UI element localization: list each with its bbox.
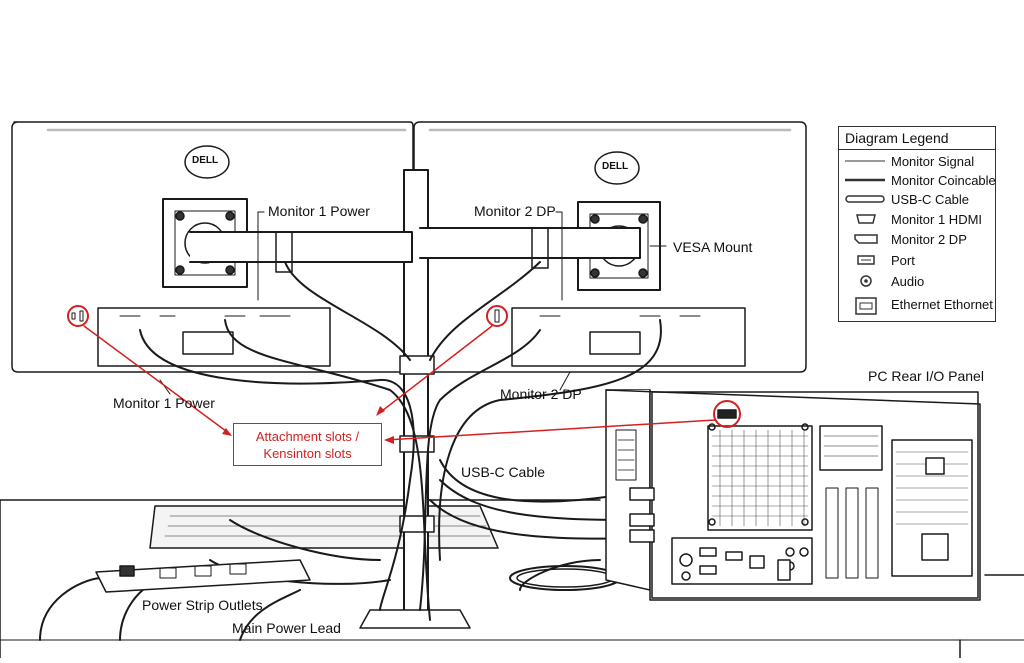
thin-line-icon [845,160,885,162]
label-pc-rear-io: PC Rear I/O Panel [868,368,984,384]
thick-line-icon [845,178,885,182]
legend-item-usbc: USB-C Cable [845,192,969,209]
legend-title: Diagram Legend [845,130,949,146]
label-vesa-mount: VESA Mount [673,239,753,255]
legend-item-ethernet: Ethernet Ethornet [845,297,993,318]
power-strip [95,559,311,593]
dell-logo-1 [184,145,230,179]
kensington-slot-1-icon [67,305,89,327]
ethernet-port-icon [855,297,877,315]
leader-lines [159,211,667,395]
port-icon [857,255,875,265]
legend-divider [839,149,995,150]
audio-jack-icon [860,275,872,287]
legend-item-hdmi: Monitor 1 HDMI [845,212,982,229]
dell-logo-text-1: DELL [192,155,219,166]
kensington-slot-2-icon [486,305,508,327]
dell-logo-2 [594,151,640,185]
legend-item-port: Port [845,253,915,270]
label-power-strip: Power Strip Outlets [142,597,263,613]
dell-logo-text-2: DELL [602,161,629,172]
pc-tower [605,389,981,601]
annotation-arrows [83,325,716,441]
diagram-legend: Diagram Legend Monitor Signal Monitor Co… [838,126,996,322]
label-monitor2-dp-top: Monitor 2 DP [474,203,556,219]
label-main-power: Main Power Lead [232,620,341,636]
legend-item-monitor-signal: Monitor Signal [845,154,974,171]
label-monitor2-dp-bottom: Monitor 2 DP [500,386,582,402]
label-monitor1-power-bottom: Monitor 1 Power [113,395,215,411]
desk [0,499,1024,659]
legend-item-audio: Audio [845,274,924,291]
legend-item-dp: Monitor 2 DP [845,232,967,249]
displayport-icon [854,234,878,244]
monitor-stand [189,169,641,629]
double-line-icon [845,195,885,203]
label-monitor1-power-top: Monitor 1 Power [268,203,370,219]
legend-item-monitor-coincable: Monitor Coincable [845,173,996,190]
label-usbc-cable: USB-C Cable [461,464,546,480]
pc-connectors [629,487,791,581]
hdmi-port-icon [856,214,876,224]
kensington-callout: Attachment slots /Kensinton slots [233,423,382,466]
